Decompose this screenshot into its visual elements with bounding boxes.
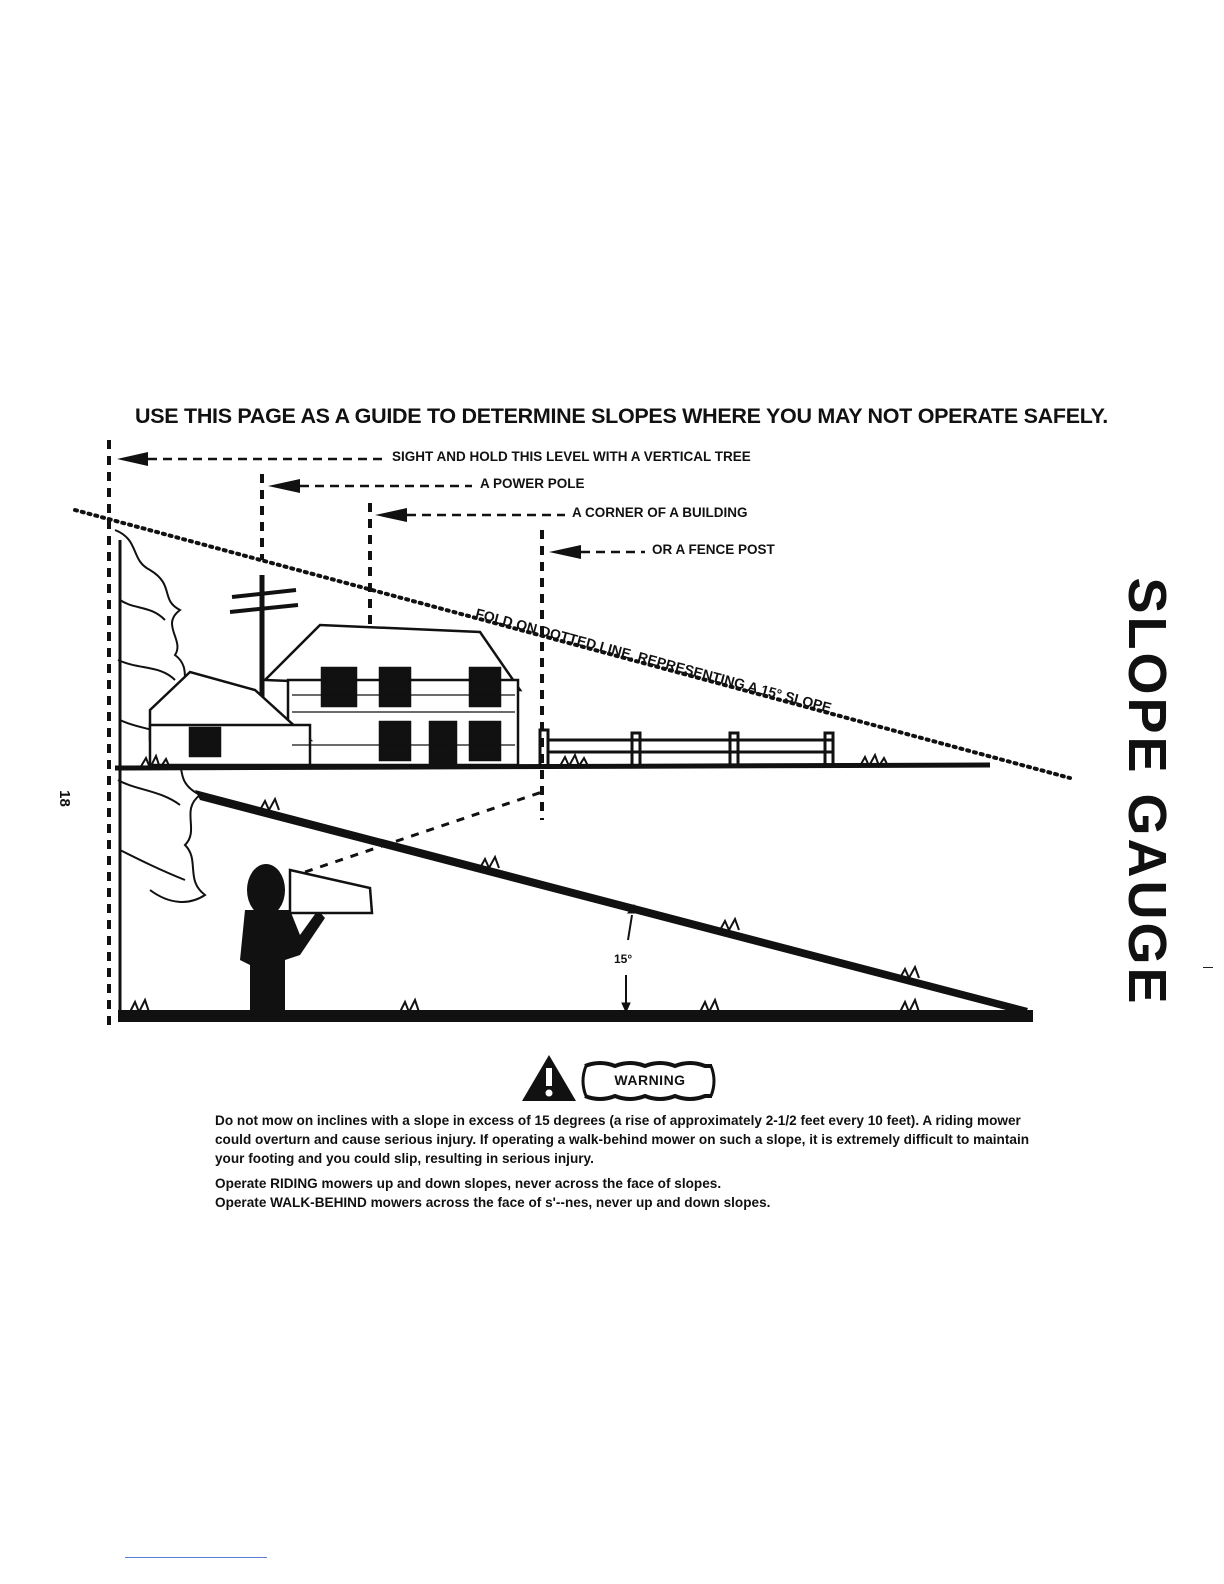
bottom-grass — [129, 997, 920, 1015]
tree-drawing — [114, 529, 207, 1020]
warning-badge-label: WARNING — [614, 1072, 686, 1088]
pole-guide-label: A POWER POLE — [480, 476, 585, 491]
angle-label: 15° — [614, 952, 633, 966]
angle-indicator — [621, 903, 638, 1014]
person-silhouette — [240, 864, 325, 1015]
slope-gauge-card — [288, 868, 374, 915]
fence-guide-label: OR A FENCE POST — [652, 542, 775, 557]
riding-mower-instruction: Operate RIDING mowers up and down slopes… — [215, 1176, 722, 1191]
page-heading: USE THIS PAGE AS A GUIDE TO DETERMINE SL… — [135, 404, 1108, 428]
house-drawing — [148, 623, 523, 767]
slope-grass — [259, 796, 920, 981]
warning-triangle-icon — [522, 1055, 576, 1101]
warning-badge-frame — [581, 1061, 716, 1101]
side-title-text: SLOPE GAUGE — [1117, 577, 1177, 1007]
edge-tick — [1203, 967, 1213, 968]
grass-tufts — [139, 752, 889, 771]
page-number: 18 — [55, 790, 73, 807]
fence-drawing — [538, 728, 835, 768]
building-guide-label: A CORNER OF A BUILDING — [572, 505, 748, 520]
warning-paragraph: Do not mow on inclines with a slope in e… — [215, 1113, 1030, 1166]
walk-behind-instruction: Operate WALK-BEHIND mowers across the fa… — [215, 1195, 771, 1210]
pole-reference — [260, 474, 472, 560]
fence-post-reference — [540, 530, 645, 820]
building-reference — [368, 503, 565, 625]
fold-dotted-line — [73, 508, 1072, 780]
sight-line — [304, 790, 543, 874]
level-ground-line — [114, 762, 991, 771]
tree-guide-label: SIGHT AND HOLD THIS LEVEL WITH A VERTICA… — [392, 449, 751, 464]
warning-text-block: Do not mow on inclines with a slope in e… — [215, 1111, 1050, 1212]
side-title: SLOPE GAUGE — [1117, 577, 1177, 1006]
tree-guide-arrow — [117, 452, 388, 466]
slope-line — [195, 790, 1028, 1015]
footer-line — [125, 1557, 267, 1558]
bottom-ground-line — [118, 1010, 1033, 1022]
